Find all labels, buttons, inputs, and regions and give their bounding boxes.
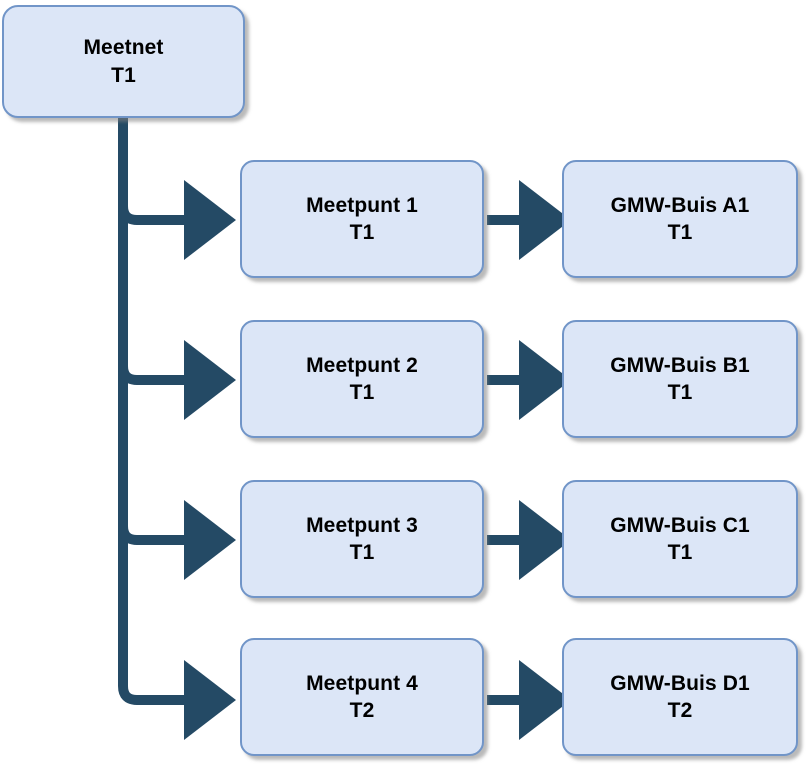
node-gmw-buis-d1[interactable]: GMW-Buis D1 T2 xyxy=(562,638,798,756)
branch-to-meetpunt-1 xyxy=(118,180,236,260)
branch-to-meetpunt-3 xyxy=(118,500,236,580)
node-meetpunt-4-version: T2 xyxy=(349,699,375,722)
node-gmw-buis-d1-version: T2 xyxy=(667,699,693,722)
node-meetpunt-2-label: Meetpunt 2 xyxy=(306,353,418,377)
node-meetpunt-3-label: Meetpunt 3 xyxy=(306,513,418,537)
node-meetnet[interactable]: Meetnet T1 xyxy=(2,5,245,118)
node-gmw-buis-b1[interactable]: GMW-Buis B1 T1 xyxy=(562,320,798,438)
node-meetnet-version: T1 xyxy=(111,63,136,87)
node-gmw-buis-a1-version: T1 xyxy=(667,221,693,244)
node-meetpunt-1-version: T1 xyxy=(349,221,375,244)
node-meetnet-label: Meetnet xyxy=(83,36,164,60)
node-meetpunt-3[interactable]: Meetpunt 3 T1 xyxy=(240,480,484,598)
node-gmw-buis-a1[interactable]: GMW-Buis A1 T1 xyxy=(562,160,798,278)
node-meetpunt-1-label: Meetpunt 1 xyxy=(306,193,418,217)
node-gmw-buis-c1-label: GMW-Buis C1 xyxy=(610,513,750,537)
node-gmw-buis-b1-label: GMW-Buis B1 xyxy=(610,353,750,377)
node-gmw-buis-c1[interactable]: GMW-Buis C1 T1 xyxy=(562,480,798,598)
node-meetpunt-2-version: T1 xyxy=(349,381,375,404)
branch-to-meetpunt-2 xyxy=(118,340,236,420)
node-gmw-buis-c1-version: T1 xyxy=(667,541,693,564)
node-meetpunt-1[interactable]: Meetpunt 1 T1 xyxy=(240,160,484,278)
node-gmw-buis-b1-version: T1 xyxy=(667,381,693,404)
node-meetpunt-3-version: T1 xyxy=(349,541,375,564)
meetnet-trunk xyxy=(118,118,236,740)
node-gmw-buis-a1-label: GMW-Buis A1 xyxy=(610,193,750,217)
node-meetpunt-2[interactable]: Meetpunt 2 T1 xyxy=(240,320,484,438)
node-meetpunt-4[interactable]: Meetpunt 4 T2 xyxy=(240,638,484,756)
node-gmw-buis-d1-label: GMW-Buis D1 xyxy=(610,671,750,695)
node-meetpunt-4-label: Meetpunt 4 xyxy=(306,671,418,695)
